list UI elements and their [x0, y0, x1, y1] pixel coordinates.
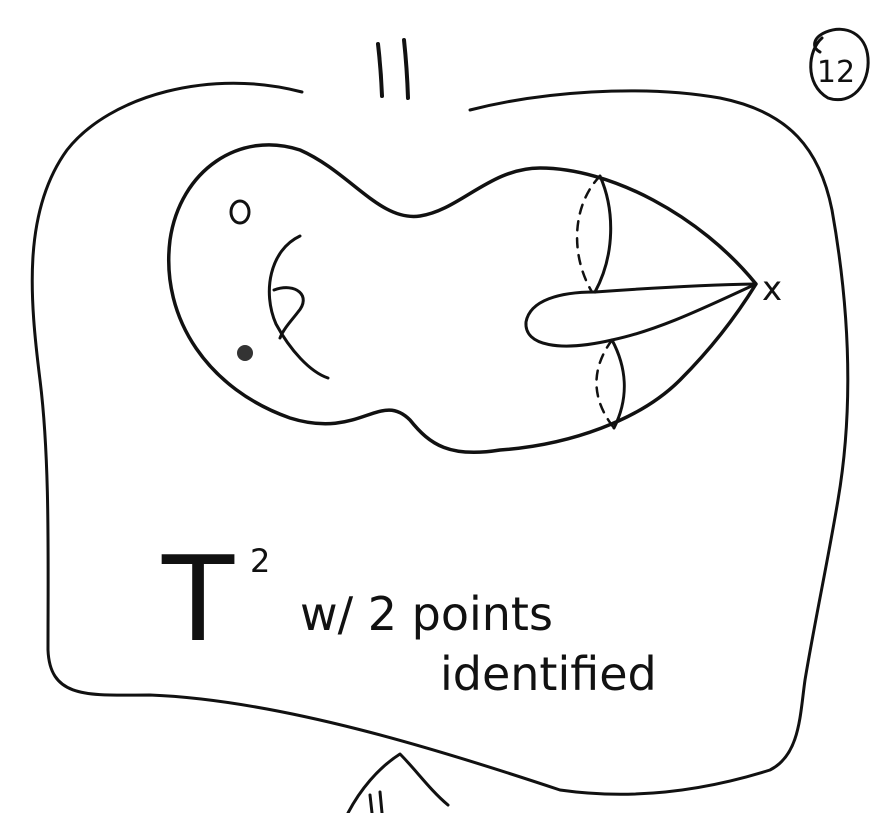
- caption-line2: identified: [440, 647, 657, 701]
- cross-section-upper-solid: [595, 176, 611, 292]
- filled-point-dot: [237, 345, 253, 361]
- caption-symbol: T: [161, 530, 235, 668]
- page-number-circle: 12: [811, 29, 868, 99]
- tube-shape: [526, 292, 612, 346]
- pinch-upper-line: [595, 284, 756, 292]
- caption-exponent: 2: [250, 542, 270, 580]
- hole-arc: [269, 236, 328, 378]
- caption-line1: w/ 2 points: [300, 587, 553, 641]
- cross-section-upper-dashed: [577, 176, 600, 292]
- torus-outline: [169, 145, 756, 453]
- equals-sign: [378, 40, 408, 98]
- bottom-fragment: [348, 754, 448, 813]
- open-point-circle: [231, 201, 249, 223]
- identified-point-label: x: [762, 269, 782, 309]
- cross-section-lower-dashed: [596, 340, 614, 428]
- page-number: 12: [817, 55, 855, 90]
- cross-section-lower-solid: [612, 340, 624, 428]
- pinch-lower-line: [612, 284, 756, 340]
- caption: T 2 w/ 2 points identified: [161, 530, 657, 701]
